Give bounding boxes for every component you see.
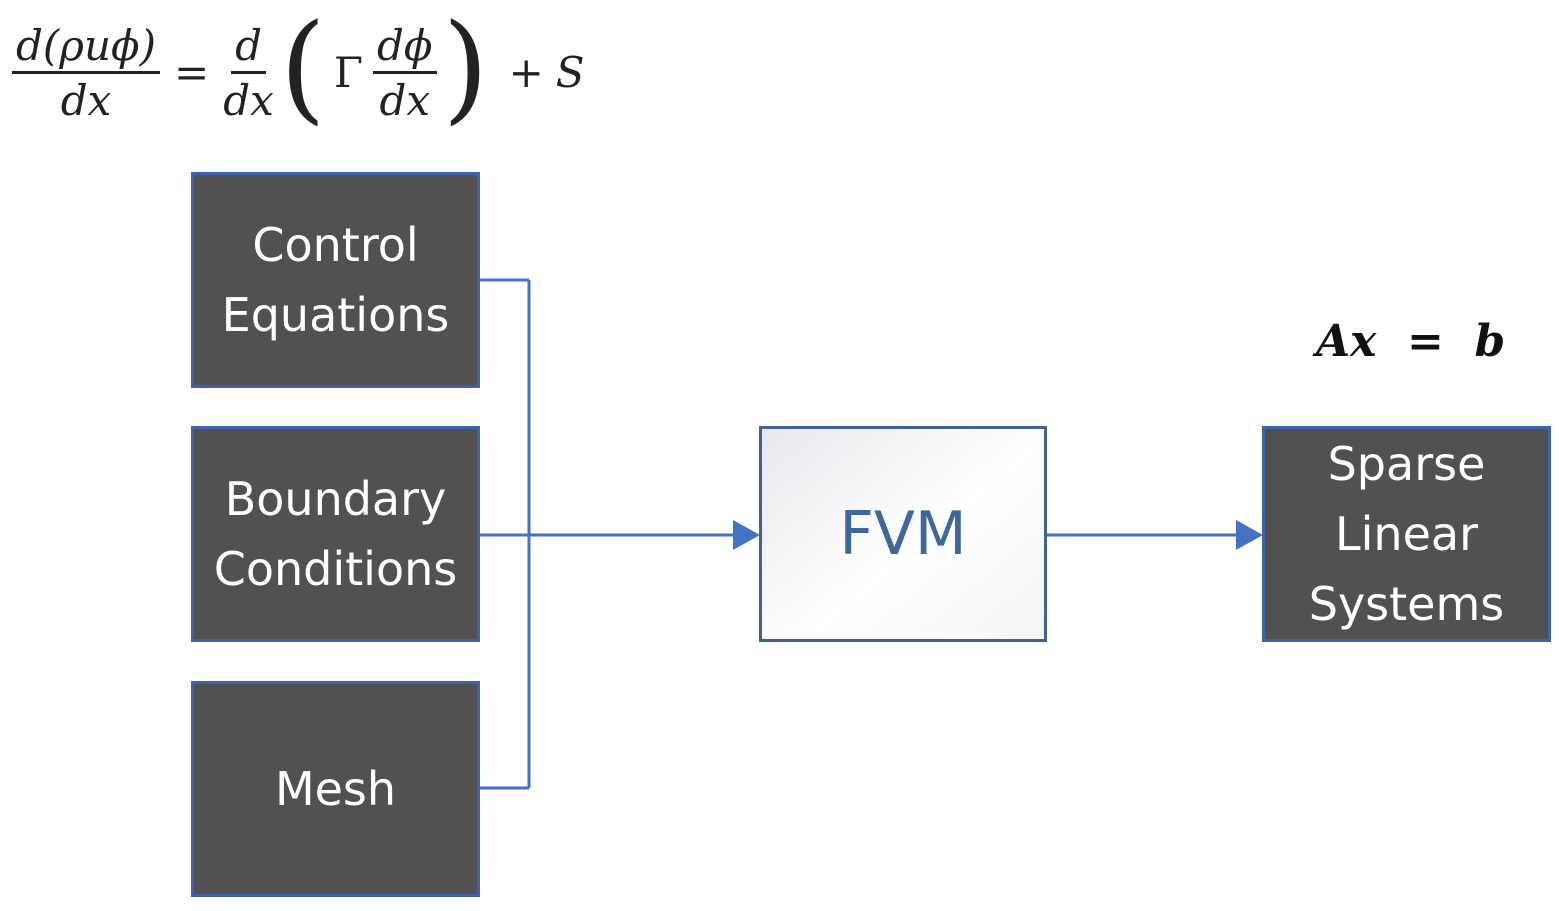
inner-numerator: dϕ bbox=[373, 24, 437, 74]
plus-sign: + bbox=[508, 48, 544, 97]
gamma-symbol: Γ bbox=[333, 48, 364, 97]
open-paren: ( bbox=[279, 0, 326, 136]
lhs-fraction: d(ρuϕ) dx bbox=[8, 24, 164, 125]
arrowhead-to-sparse bbox=[1236, 520, 1263, 550]
sparse-line-1: Sparse bbox=[1327, 437, 1486, 491]
source-term: S bbox=[555, 48, 585, 97]
boundary-conditions-line-2: Conditions bbox=[213, 542, 458, 596]
operator-numerator: d bbox=[231, 24, 266, 74]
sparse-line-3: Systems bbox=[1308, 577, 1505, 631]
fvm-label: FVM bbox=[839, 499, 967, 569]
derivative-operator: d dx bbox=[219, 24, 278, 125]
sparse-line-2: Linear bbox=[1335, 507, 1478, 561]
operator-denominator: dx bbox=[223, 75, 274, 125]
boundary-conditions-line-1: Boundary bbox=[224, 472, 447, 526]
control-equations-line-2: Equations bbox=[221, 288, 450, 342]
boundary-conditions-box: Boundary Conditions bbox=[191, 426, 480, 642]
governing-equation: d(ρuϕ) dx = d dx ( Γ dϕ dx ) + S bbox=[8, 8, 585, 138]
arrowhead-to-fvm bbox=[733, 520, 760, 550]
mesh-label: Mesh bbox=[274, 762, 397, 816]
fvm-box: FVM bbox=[759, 426, 1047, 642]
inner-denominator: dx bbox=[379, 75, 431, 125]
close-paren: ) bbox=[442, 0, 489, 136]
inner-fraction: dϕ dx bbox=[369, 24, 441, 125]
equals-sign: = bbox=[174, 48, 210, 97]
lhs-denominator: dx bbox=[60, 75, 112, 125]
lhs-numerator: d(ρuϕ) bbox=[12, 24, 161, 74]
sparse-linear-systems-box: Sparse Linear Systems bbox=[1262, 426, 1551, 642]
control-equations-line-1: Control bbox=[252, 218, 419, 272]
linear-system-equation: Ax = b bbox=[1316, 316, 1506, 367]
control-equations-box: Control Equations bbox=[191, 172, 480, 388]
mesh-box: Mesh bbox=[191, 681, 480, 897]
